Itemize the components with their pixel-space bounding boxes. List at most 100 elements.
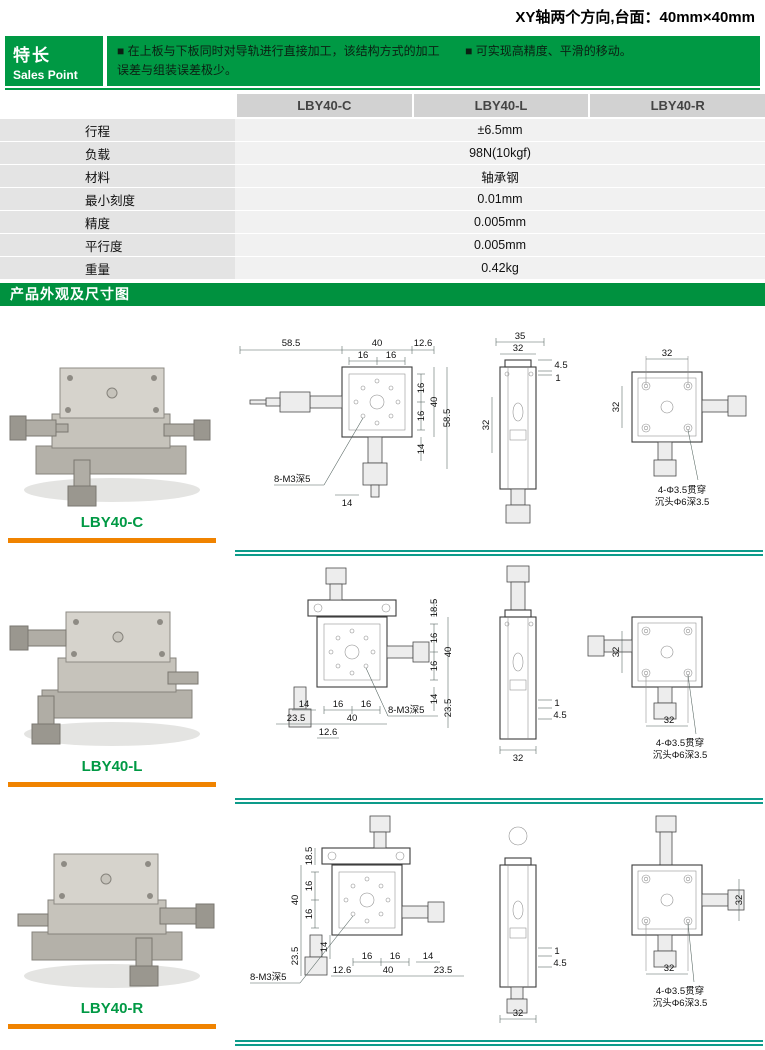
dim-label: 1 (555, 373, 560, 384)
dim-label: 1 (554, 946, 559, 957)
spec-value: 0.005mm (235, 234, 765, 256)
product-photo-lby40c (9, 367, 211, 507)
dim-label: 12.6 (319, 727, 338, 738)
dim-label: 40 (290, 895, 301, 906)
dim-note: 4-Φ3.5贯穿 (656, 737, 704, 749)
side-view: 1 4.5 32 (499, 826, 567, 1023)
dim-label: 40 (383, 965, 394, 976)
front-view: 18.5 16 16 40 14 23.5 8-M3深5 16 16 14 (250, 815, 464, 984)
sales-point-bullets: ■ 在上板与下板同时对导轨进行直接加工，该结构方式的加工误差与组装误差极少。 ■… (107, 36, 760, 86)
dim-label: 14 (299, 699, 310, 710)
spec-col-header: LBY40-R (590, 94, 765, 117)
dim-label: 23.5 (290, 947, 301, 966)
sales-point-underline (5, 88, 760, 90)
spec-col-header: LBY40-C (237, 94, 412, 117)
spec-label: 行程 (0, 119, 235, 141)
dim-label: 58.5 (442, 409, 453, 428)
side-view: 35 32 4.5 1 32 (481, 331, 568, 524)
sales-bullet: ■ 可实现高精度、平滑的移动。 (465, 44, 632, 58)
spec-row: 最小刻度 0.01mm (0, 188, 765, 211)
dim-note: 4-Φ3.5贯穿 (658, 484, 706, 496)
rear-view: 32 32 4-Φ3.5贯穿 沉头Φ6深3.5 (587, 616, 708, 761)
spec-value: 0.42kg (235, 257, 765, 279)
front-view: 18.5 16 16 40 14 23.5 14 16 16 8-M3深5 (276, 567, 454, 739)
product-name: LBY40-L (81, 758, 143, 775)
dim-note: 8-M3深5 (388, 705, 424, 716)
dim-label: 18.5 (304, 847, 315, 866)
sales-point-bar: 特长 Sales Point ■ 在上板与下板同时对导轨进行直接加工，该结构方式… (5, 36, 760, 86)
spec-label: 精度 (0, 211, 235, 233)
spec-row: 平行度 0.005mm (0, 234, 765, 257)
dim-label: 32 (662, 348, 673, 359)
product-section-lby40r: LBY40-R 18.5 (0, 810, 765, 1048)
spec-col-header: LBY40-L (413, 94, 589, 117)
sales-point-title-cn: 特长 (13, 46, 51, 65)
dim-label: 32 (481, 420, 492, 431)
dim-note: 8-M3深5 (274, 474, 310, 485)
dim-label: 16 (390, 951, 401, 962)
product-name: LBY40-R (80, 1000, 144, 1017)
dim-label: 14 (342, 498, 353, 509)
dim-label: 32 (734, 895, 745, 906)
dim-note: 沉头Φ6深3.5 (653, 749, 708, 761)
dim-note: 4-Φ3.5贯穿 (656, 985, 704, 997)
section-separator (235, 550, 763, 556)
product-section-lby40l: LBY40-L 18.5 (0, 562, 765, 806)
spec-row: 精度 0.005mm (0, 211, 765, 234)
side-view: 1 4.5 32 (499, 565, 567, 764)
dim-label: 14 (429, 694, 440, 705)
dim-label: 16 (304, 909, 315, 920)
product-name-underline (8, 782, 216, 787)
spec-row: 行程 ±6.5mm (0, 119, 765, 142)
product-name: LBY40-C (80, 514, 144, 531)
spec-label: 材料 (0, 165, 235, 187)
dim-label: 16 (416, 383, 427, 394)
dim-label: 12.6 (414, 338, 433, 349)
dim-label: 40 (372, 338, 383, 349)
dim-label: 32 (611, 402, 622, 413)
dim-label: 16 (333, 699, 344, 710)
sales-bullet: ■ 在上板与下板同时对导轨进行直接加工，该结构方式的加工误差与组装误差极少。 (117, 44, 440, 77)
dim-label: 4.5 (553, 710, 566, 721)
dim-label: 23.5 (443, 699, 454, 718)
sales-point-title-en: Sales Point (13, 68, 78, 82)
spec-table: LBY40-C LBY40-L LBY40-R 行程 ±6.5mm 负载 98N… (0, 94, 765, 280)
dim-label: 1 (554, 698, 559, 709)
dim-label: 16 (362, 951, 373, 962)
dim-label: 16 (361, 699, 372, 710)
dim-label: 23.5 (287, 713, 306, 724)
spec-header-spacer (0, 94, 235, 117)
dim-label: 23.5 (434, 965, 453, 976)
spec-value: 0.005mm (235, 211, 765, 233)
dim-label: 35 (515, 331, 526, 342)
dim-note: 8-M3深5 (250, 972, 286, 983)
dim-label: 4.5 (554, 360, 567, 371)
dim-label: 32 (664, 963, 675, 974)
dim-label: 58.5 (282, 338, 301, 349)
rear-view: 32 32 4-Φ3.5贯穿 沉头Φ6深3.5 (631, 815, 745, 1009)
spec-row: 负载 98N(10kgf) (0, 142, 765, 165)
dim-label: 16 (429, 661, 440, 672)
section-separator (235, 798, 763, 804)
dim-label: 16 (304, 881, 315, 892)
spec-label: 最小刻度 (0, 188, 235, 210)
spec-row: 重量 0.42kg (0, 257, 765, 280)
spec-row: 材料 轴承钢 (0, 165, 765, 188)
product-photo-lby40l (9, 611, 200, 746)
spec-value: 0.01mm (235, 188, 765, 210)
spec-value: 98N(10kgf) (235, 142, 765, 164)
dim-label: 16 (386, 350, 397, 361)
spec-label: 负载 (0, 142, 235, 164)
dimension-drawing-lby40c: 58.5 40 12.6 16 16 16 16 40 14 58.5 8-M3… (239, 331, 747, 524)
product-name-underline (8, 1024, 216, 1029)
spec-label: 重量 (0, 257, 235, 279)
dim-note: 沉头Φ6深3.5 (655, 496, 710, 508)
dim-label: 32 (513, 1008, 524, 1019)
dim-label: 16 (358, 350, 369, 361)
dim-label: 14 (423, 951, 434, 962)
spec-header-row: LBY40-C LBY40-L LBY40-R (0, 94, 765, 117)
front-view: 58.5 40 12.6 16 16 16 16 40 14 58.5 8-M3… (239, 338, 453, 509)
page-top-note: XY轴两个方向,台面：40mm×40mm (515, 9, 755, 26)
dimension-drawing-lby40r: 18.5 16 16 40 14 23.5 8-M3深5 16 16 14 (250, 815, 745, 1023)
